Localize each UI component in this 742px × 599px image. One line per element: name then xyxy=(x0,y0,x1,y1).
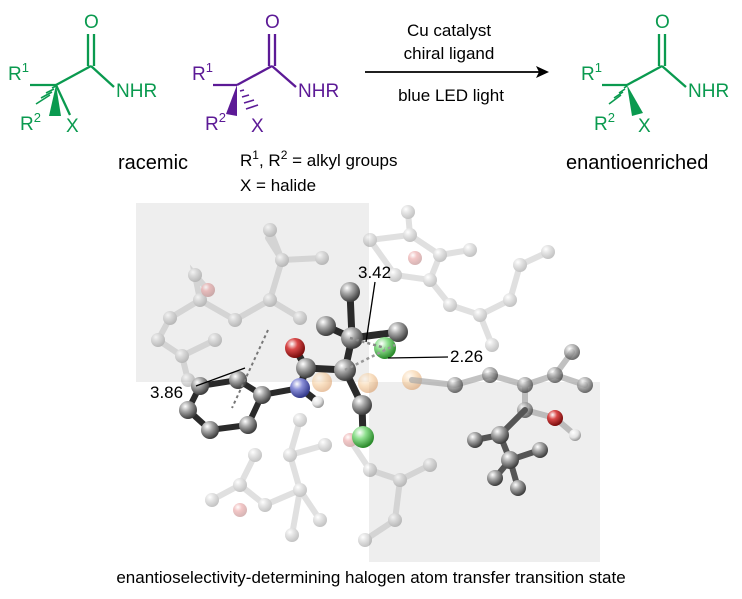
figure-caption: enantioselectivity-determining halogen a… xyxy=(116,568,625,587)
middle-r2-label: R2 xyxy=(205,110,226,135)
right-x-label: X xyxy=(638,116,651,137)
right-wedge-bond xyxy=(627,85,643,116)
transition-state-model: 3.42 2.26 3.86 xyxy=(136,203,600,562)
left-substrate-structure xyxy=(30,34,115,116)
right-r2-label: R2 xyxy=(594,110,615,135)
middle-nhr-label: NHR xyxy=(298,81,339,102)
methyl-carbon-atom-top xyxy=(340,282,360,302)
left-hashed-bond xyxy=(35,85,57,105)
distance-label-3-42: 3.42 xyxy=(358,263,391,282)
left-r1-label: R1 xyxy=(8,60,29,85)
faded-ligand-upper xyxy=(151,205,555,387)
middle-substrate-structure xyxy=(213,34,297,116)
methyl-carbon-atom-right xyxy=(388,322,408,342)
amide-nitrogen-atom xyxy=(290,378,310,398)
copper-center-atoms xyxy=(312,370,422,393)
phenyl-ring xyxy=(179,371,303,439)
right-oxygen-label: O xyxy=(655,12,670,33)
carbonyl-oxygen-atom xyxy=(285,338,305,358)
left-r2-label: R2 xyxy=(20,110,41,135)
amide-hydrogen-atom xyxy=(312,396,324,408)
middle-r1-label: R1 xyxy=(192,60,213,85)
middle-oxygen-label: O xyxy=(265,12,280,33)
racemic-label: racemic xyxy=(118,152,188,174)
substituent-definition-r: R1, R2 = alkyl groups xyxy=(240,148,397,170)
distance-label-2-26: 2.26 xyxy=(450,347,483,366)
arrow-condition-ligand: chiral ligand xyxy=(404,44,495,63)
background-shade-upper-left xyxy=(136,203,369,382)
left-nhr-label: NHR xyxy=(116,81,157,102)
reaction-arrow xyxy=(365,66,549,78)
left-x-label: X xyxy=(66,116,79,137)
middle-hashed-bond xyxy=(239,89,259,110)
ligand-right-arm xyxy=(409,344,593,496)
left-wedge-bond xyxy=(49,85,61,116)
middle-x-label: X xyxy=(251,116,264,137)
substituent-definition-x: X = halide xyxy=(240,176,316,195)
carbonyl-carbon-atom xyxy=(296,358,316,378)
arrow-condition-light: blue LED light xyxy=(398,86,504,105)
methyl-carbon-atom-left xyxy=(316,316,336,336)
right-r1-label: R1 xyxy=(581,60,602,85)
right-product-structure xyxy=(602,34,687,116)
right-hashed-bond xyxy=(608,85,628,105)
arrow-condition-catalyst: Cu catalyst xyxy=(407,21,491,40)
right-nhr-label: NHR xyxy=(688,81,729,102)
migrating-carbon-atom xyxy=(352,395,372,415)
left-oxygen-label: O xyxy=(84,12,99,33)
distance-annotations xyxy=(195,281,449,409)
faded-ligand-lower xyxy=(205,413,437,547)
enantioenriched-label: enantioenriched xyxy=(566,152,708,174)
distance-label-3-86: 3.86 xyxy=(150,383,183,402)
background-shade-lower-right xyxy=(369,382,600,562)
halogen-atom-bound xyxy=(352,426,374,448)
middle-wedge-bond xyxy=(226,85,237,116)
